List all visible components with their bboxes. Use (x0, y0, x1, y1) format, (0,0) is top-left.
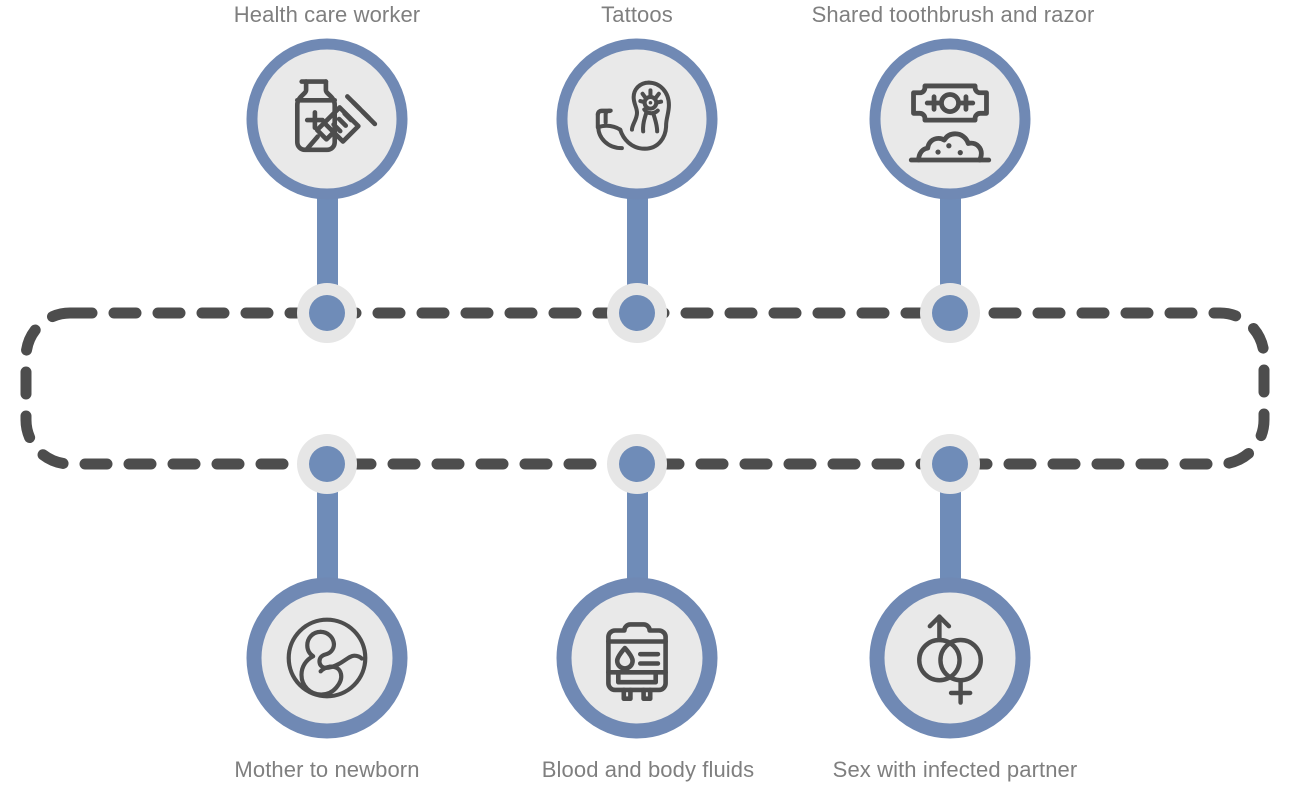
connector-node-top-1[interactable] (297, 283, 357, 343)
stem-mother-to-newborn (317, 462, 338, 597)
label-mother-to-newborn: Mother to newborn (234, 757, 420, 782)
stem-group-top (317, 180, 961, 315)
connector-node-bottom-1[interactable] (297, 434, 357, 494)
stem-tattoos (627, 180, 648, 315)
icon-circle-mother-to-newborn[interactable] (246, 577, 408, 739)
label-tattoos: Tattoos (601, 2, 673, 27)
stem-blood-and-body-fluids (627, 462, 648, 597)
icon-circle-shared-toothbrush-and-razor[interactable] (869, 38, 1031, 200)
label-blood-and-body-fluids: Blood and body fluids (541, 757, 755, 782)
connector-node-bottom-2[interactable] (607, 434, 667, 494)
label-sex-with-infected-partner: Sex with infected partner (832, 757, 1078, 782)
icon-circle-blood-and-body-fluids[interactable] (556, 577, 718, 739)
icon-circle-health-care-worker[interactable] (246, 38, 408, 200)
label-shared-toothbrush-and-razor: Shared toothbrush and razor (811, 2, 1095, 27)
stem-sex-with-infected-partner (940, 462, 961, 597)
icon-circle-sex-with-infected-partner[interactable] (869, 577, 1031, 739)
connector-node-top-3[interactable] (920, 283, 980, 343)
stem-health-care-worker (317, 180, 338, 315)
connector-node-bottom-3[interactable] (920, 434, 980, 494)
label-health-care-worker: Health care worker (233, 2, 421, 27)
stem-group-bottom (317, 462, 961, 597)
icon-circle-tattoos[interactable] (556, 38, 718, 200)
stem-shared-toothbrush-and-razor (940, 180, 961, 315)
connector-node-top-2[interactable] (607, 283, 667, 343)
